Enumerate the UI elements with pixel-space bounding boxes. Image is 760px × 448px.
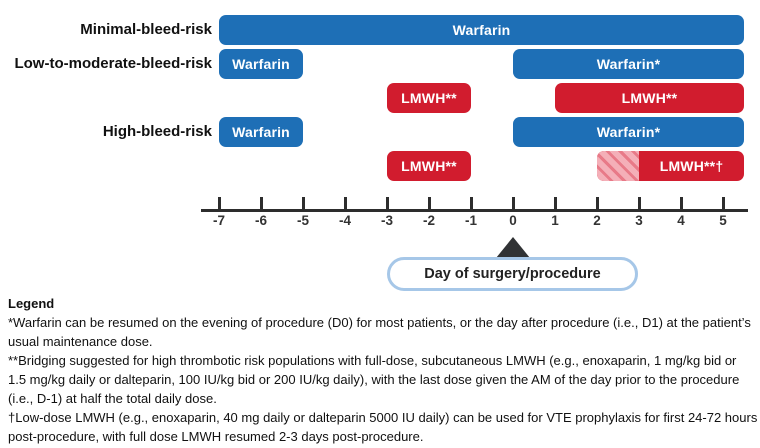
figure-legend: Legend *Warfarin can be resumed on the e… bbox=[8, 294, 758, 446]
bar-label: Warfarin* bbox=[596, 56, 661, 72]
axis-tick-label-day--7: -7 bbox=[212, 213, 225, 228]
axis-tick-label-day--6: -6 bbox=[254, 213, 267, 228]
axis-tick-day--7 bbox=[217, 197, 221, 210]
row-label-minimal-bleed-risk: Minimal-bleed-risk bbox=[80, 21, 212, 38]
axis-tick-label-day-4: 4 bbox=[677, 213, 685, 228]
axis-tick-day--4 bbox=[343, 197, 347, 210]
axis-tick-day--1 bbox=[469, 197, 473, 210]
axis-tick-label-day-3: 3 bbox=[635, 213, 643, 228]
axis-tick-day-4 bbox=[679, 197, 683, 210]
axis-tick-day-3 bbox=[637, 197, 641, 210]
bar-label: LMWH**† bbox=[659, 158, 724, 174]
timeline-bar-high-warfarin-preop: Warfarin bbox=[219, 117, 303, 147]
timeline-bar-lowmod-warfarin-postop: Warfarin* bbox=[513, 49, 744, 79]
bar-label: Warfarin bbox=[452, 22, 511, 38]
bar-label: LMWH** bbox=[401, 158, 457, 174]
axis-tick-label-day--1: -1 bbox=[464, 213, 477, 228]
legend-title: Legend bbox=[8, 296, 55, 311]
bar-label: Warfarin* bbox=[596, 124, 661, 140]
row-label-low-to-moderate-bleed-risk: Low-to-moderate-bleed-risk bbox=[14, 55, 212, 72]
axis-tick-label-day--5: -5 bbox=[296, 213, 309, 228]
bar-label: LMWH** bbox=[621, 90, 678, 106]
timeline-bar-lowmod-lmwh-preop: LMWH** bbox=[387, 83, 471, 113]
bar-label: LMWH** bbox=[401, 90, 457, 106]
row-label-high-bleed-risk: High-bleed-risk bbox=[102, 123, 212, 140]
legend-note-warfarin: *Warfarin can be resumed on the evening … bbox=[8, 315, 751, 349]
legend-note-bridging: **Bridging suggested for high thrombotic… bbox=[8, 353, 740, 406]
timeline-bar-high-lmwh-preop: LMWH** bbox=[387, 151, 471, 181]
day-axis-line bbox=[201, 209, 748, 212]
timeline-bar-high-warfarin-postop: Warfarin* bbox=[513, 117, 744, 147]
axis-tick-day--2 bbox=[427, 197, 431, 210]
axis-tick-day--3 bbox=[385, 197, 389, 210]
surgery-day-callout-label: Day of surgery/procedure bbox=[424, 266, 601, 282]
axis-tick-day--6 bbox=[259, 197, 263, 210]
surgery-day-marker-icon bbox=[496, 237, 530, 258]
axis-tick-day-5 bbox=[721, 197, 725, 210]
timeline-bar-lowmod-lmwh-postop: LMWH** bbox=[555, 83, 744, 113]
axis-tick-label-day-5: 5 bbox=[719, 213, 727, 228]
bar-label: Warfarin bbox=[232, 124, 290, 140]
axis-tick-label-day--2: -2 bbox=[422, 213, 435, 228]
timeline-bar-minimal-warfarin-preop: Warfarin bbox=[219, 15, 744, 45]
axis-tick-label-day-2: 2 bbox=[593, 213, 601, 228]
axis-tick-day-0 bbox=[511, 197, 515, 210]
timeline-bar-high-lmwh-postop: LMWH**† bbox=[597, 151, 744, 181]
axis-tick-label-day--3: -3 bbox=[380, 213, 393, 228]
prophylactic-dose-hatch bbox=[597, 151, 639, 181]
timeline-bar-lowmod-warfarin-preop: Warfarin bbox=[219, 49, 303, 79]
axis-tick-label-day-1: 1 bbox=[551, 213, 559, 228]
axis-tick-day--5 bbox=[301, 197, 305, 210]
axis-tick-day-2 bbox=[595, 197, 599, 210]
axis-tick-day-1 bbox=[553, 197, 557, 210]
axis-tick-label-day--4: -4 bbox=[338, 213, 351, 228]
legend-note-lowdose-lmwh: †Low-dose LMWH (e.g., enoxaparin, 40 mg … bbox=[8, 410, 758, 444]
surgery-day-callout: Day of surgery/procedure bbox=[387, 257, 638, 291]
axis-tick-label-day-0: 0 bbox=[509, 213, 517, 228]
bar-label: Warfarin bbox=[232, 56, 290, 72]
